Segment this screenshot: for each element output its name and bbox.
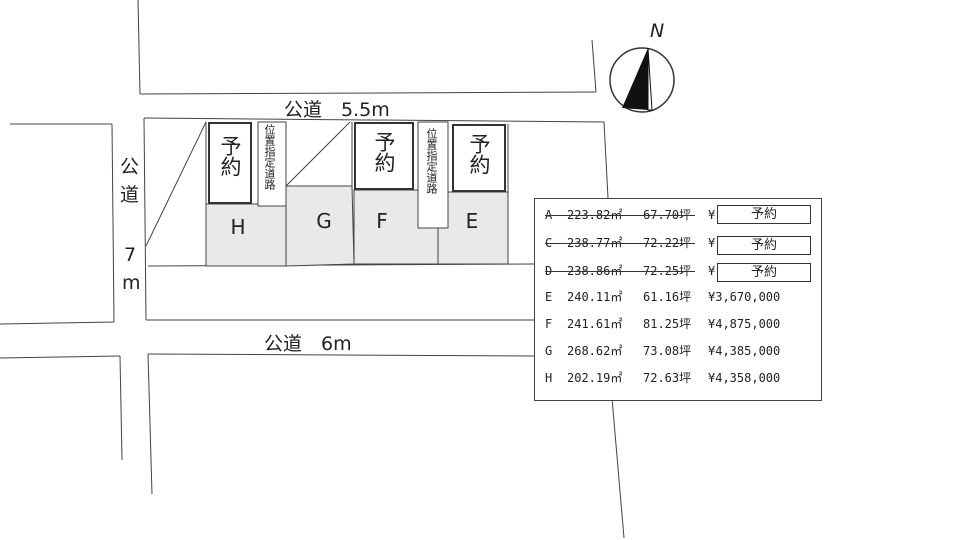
table-row: F 241.61㎡ 81.25坪 ¥4,875,000 (545, 314, 815, 334)
lot-price: ¥ (708, 208, 716, 222)
lot-price: ¥ (708, 264, 716, 278)
lot-price: ¥ (708, 236, 716, 250)
lot-area: 268.62㎡ (567, 344, 623, 358)
site-boundary (143, 117, 147, 321)
reserved-box-lot-D: 予約 (452, 124, 506, 192)
lot-id: E (545, 290, 553, 304)
strike-line (545, 215, 695, 216)
block-edge (137, 0, 141, 95)
north-label: N (650, 20, 665, 42)
lot-area: 202.19㎡ (567, 371, 623, 385)
reserved-badge: 予約 (717, 205, 811, 224)
site-boundary (143, 117, 605, 123)
west-road-char-2: 道 (120, 184, 140, 206)
designated-road-right (417, 121, 449, 229)
north-road-label: 公道 5.5m (284, 99, 390, 121)
lot-area: 241.61㎡ (567, 317, 623, 331)
lot-tsubo: 73.08坪 (643, 344, 692, 358)
lot-price: ¥4,875,000 (708, 317, 781, 331)
lot-id: F (545, 317, 553, 331)
corner-cut (145, 121, 207, 247)
reserved-badge: 予約 (717, 236, 811, 255)
lot-price: ¥4,358,000 (708, 371, 781, 385)
strike-line (545, 271, 695, 272)
block-edge (0, 321, 115, 325)
block-edge (591, 39, 597, 93)
lot-tsubo: 61.16坪 (643, 290, 692, 304)
lot-label-H: H (230, 215, 246, 239)
designated-road-label-right: 位置指定道路 (425, 128, 438, 194)
table-row: D 238.86㎡ 72.25坪 ¥ 予約 (545, 261, 815, 282)
reserved-box-lot-C: 予約 (354, 122, 414, 190)
table-row: G 268.62㎡ 73.08坪 ¥4,385,000 (545, 341, 815, 361)
west-road-char-1: 公 (120, 156, 140, 178)
strike-line (545, 243, 695, 244)
west-road-char-3: 7 (124, 244, 137, 266)
lot-tsubo: 81.25坪 (643, 317, 692, 331)
lot-price: ¥4,385,000 (708, 344, 781, 358)
reserved-box-lot-A: 予約 (208, 122, 252, 204)
lot-label-F: F (376, 209, 388, 233)
lot-price: ¥3,670,000 (708, 290, 781, 304)
west-road-char-4: m (122, 272, 141, 294)
block-edge (111, 123, 115, 323)
table-row: C 238.77㎡ 72.22坪 ¥ 予約 (545, 233, 815, 255)
block-edge (139, 91, 597, 95)
lot-label-E: E (465, 209, 479, 233)
lot-id: H (545, 371, 553, 385)
reserved-label: 予約 (372, 131, 396, 173)
table-row: A 223.82㎡ 67.70坪 ¥ 予約 (545, 205, 815, 225)
lot-label-G: G (316, 209, 332, 233)
lot-price-table: A 223.82㎡ 67.70坪 ¥ 予約 C 238.77㎡ 72.22坪 ¥… (534, 198, 822, 401)
compass-needle (622, 48, 648, 110)
table-row: E 240.11㎡ 61.16坪 ¥3,670,000 (545, 287, 815, 307)
lot-tsubo: 72.63坪 (643, 371, 692, 385)
designated-road-left (257, 121, 287, 207)
block-edge (611, 397, 625, 539)
site-boundary (603, 121, 609, 199)
block-edge (119, 355, 123, 461)
designated-road-label-left: 位置指定道路 (263, 124, 276, 190)
reserved-label: 予約 (218, 135, 242, 177)
lot-area: 240.11㎡ (567, 290, 623, 304)
table-row: H 202.19㎡ 72.63坪 ¥4,358,000 (545, 368, 815, 388)
block-edge (147, 353, 535, 357)
lot-id: G (545, 344, 553, 358)
compass-needle-light (647, 47, 653, 111)
south-road-label: 公道 6m (264, 333, 352, 355)
block-edge (147, 353, 153, 495)
reserved-label: 予約 (467, 133, 491, 175)
block-edge (0, 355, 121, 359)
reserved-badge: 予約 (717, 263, 811, 282)
corner-cut (285, 121, 351, 187)
